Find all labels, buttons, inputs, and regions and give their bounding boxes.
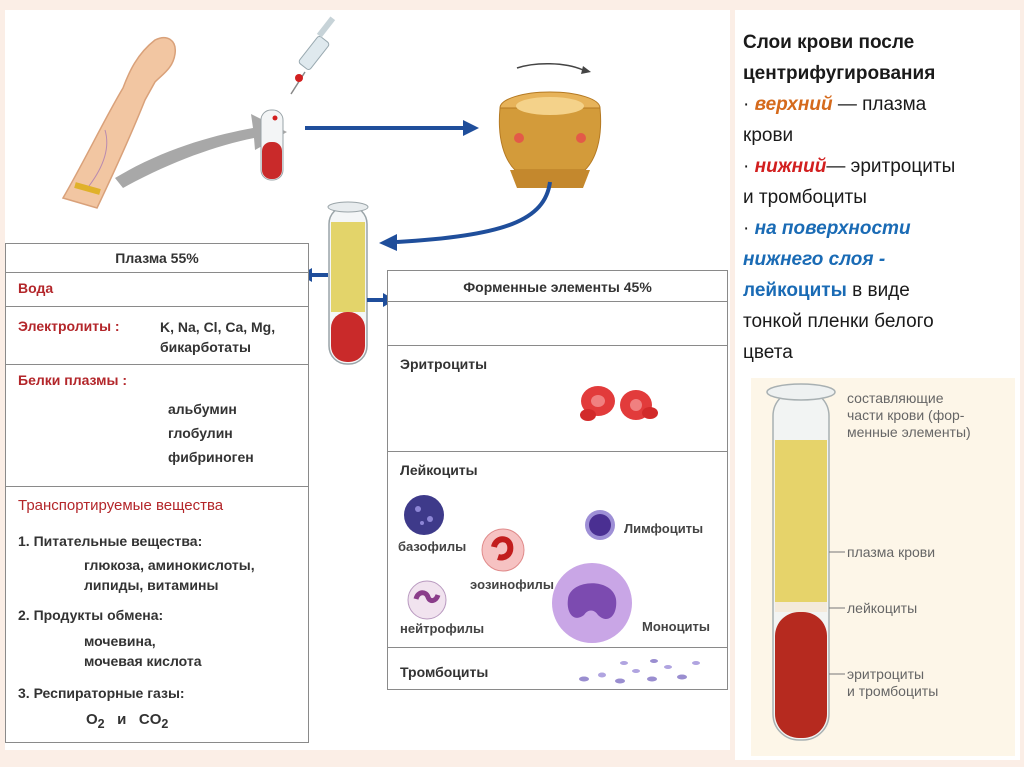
basophils-label: базофилы xyxy=(398,539,467,554)
protein-globulin: глобулин xyxy=(168,425,233,441)
upper-layer-line2: крови xyxy=(743,125,794,146)
transport-label: Транспортируемые вещества xyxy=(18,497,224,514)
protein-albumin: альбумин xyxy=(168,401,237,417)
plasma-table: Плазма 55% Вода Электролиты : K, Na, Cl,… xyxy=(5,243,309,743)
nutrients-label: 1. Питательные вещества: xyxy=(18,533,203,549)
ery-line2: и тромбоциты xyxy=(847,683,939,699)
large-tube-figure: составляющие части крови (фор- менные эл… xyxy=(751,378,1015,756)
gas-and: и xyxy=(117,711,127,728)
electrolytes-label: Электролиты : xyxy=(18,318,120,334)
neutrophil-cell xyxy=(407,580,447,620)
grey-arrow xyxy=(115,114,287,188)
monocyte-cell xyxy=(552,563,632,643)
caption-panel: Слои крови после центрифугирования · вер… xyxy=(735,10,1020,760)
lymphocyte-cell xyxy=(585,510,615,540)
gases-formula: O2 и CO2 xyxy=(86,710,168,734)
centrifuge-illustration xyxy=(498,62,602,188)
monocytes-label: Моноциты xyxy=(642,619,711,634)
leuko-line2: тонкой пленки белого xyxy=(743,311,934,332)
lower-layer-key: нижний xyxy=(754,156,827,177)
nutrients-line1: глюкоза, аминокислоты, xyxy=(84,557,255,573)
ery-line1: эритроциты xyxy=(847,666,925,682)
formed-elements-table: Форменные элементы 45% Эритроциты Лейкоц… xyxy=(387,270,728,690)
caption-title-line2: центрифугирования xyxy=(743,63,936,84)
components-line2: части крови (фор- xyxy=(847,407,965,423)
water-label: Вода xyxy=(18,280,54,296)
electrolytes-line2: бикарботаты xyxy=(160,339,251,355)
arrow-to-centrifuge xyxy=(305,120,479,136)
upper-layer-key: верхний xyxy=(754,94,833,115)
arm-illustration xyxy=(61,36,176,209)
eosinophil-cell xyxy=(481,528,525,572)
basophil-cell xyxy=(404,495,444,535)
leukocytes-key: лейкоциты xyxy=(743,280,847,301)
gases-label: 3. Респираторные газы: xyxy=(18,685,185,701)
lymphocytes-label: Лимфоциты xyxy=(624,521,704,536)
surface-line2: нижнего слоя - xyxy=(743,249,886,270)
diagram-panel: Плазма 55% Вода Электролиты : K, Na, Cl,… xyxy=(5,10,730,750)
syringe-illustration xyxy=(290,16,336,95)
gas-o2: O2 xyxy=(86,711,105,731)
formed-header: Форменные элементы 45% xyxy=(463,279,652,295)
leukocytes-label: Лейкоциты xyxy=(400,462,478,478)
electrolytes-line1: K, Na, Cl, Ca, Mg, xyxy=(160,319,276,335)
plasma-header: Плазма 55% xyxy=(115,250,199,266)
blood-sample-tube xyxy=(260,109,284,181)
protein-fibrinogen: фибриноген xyxy=(168,449,254,465)
illustration xyxy=(61,16,602,251)
separated-blood-tube xyxy=(327,201,369,365)
proteins-label: Белки плазмы : xyxy=(18,372,128,388)
eosinophils-label: эозинофилы xyxy=(470,577,554,592)
leuko-line3: цвета xyxy=(743,342,793,363)
metabolites-line1: мочевина, xyxy=(84,633,156,649)
leukocytes-tube-label: лейкоциты xyxy=(847,600,918,616)
neutrophils-label: нейтрофилы xyxy=(400,621,485,636)
metabolites-line2: мочевая кислота xyxy=(84,653,202,669)
caption-text: Слои крови после центрифугирования · вер… xyxy=(743,27,1013,368)
gas-co2: CO2 xyxy=(138,711,169,731)
plasma-label: плазма крови xyxy=(847,544,936,560)
erythrocyte-cells xyxy=(580,386,658,421)
metabolites-label: 2. Продукты обмена: xyxy=(18,607,164,623)
caption-title-line1: Слои крови после xyxy=(743,32,915,53)
platelet-cells xyxy=(579,659,700,684)
surface-line1: на поверхности xyxy=(754,218,911,239)
erythrocytes-label: Эритроциты xyxy=(400,356,488,372)
large-test-tube xyxy=(766,383,845,741)
components-line3: менные элементы) xyxy=(847,424,971,440)
components-line1: составляющие xyxy=(847,390,944,406)
platelets-label: Тромбоциты xyxy=(400,664,489,680)
arrow-to-test-tube xyxy=(379,181,552,251)
nutrients-line2: липиды, витамины xyxy=(84,577,219,593)
lower-layer-line2: и тромбоциты xyxy=(743,187,867,208)
